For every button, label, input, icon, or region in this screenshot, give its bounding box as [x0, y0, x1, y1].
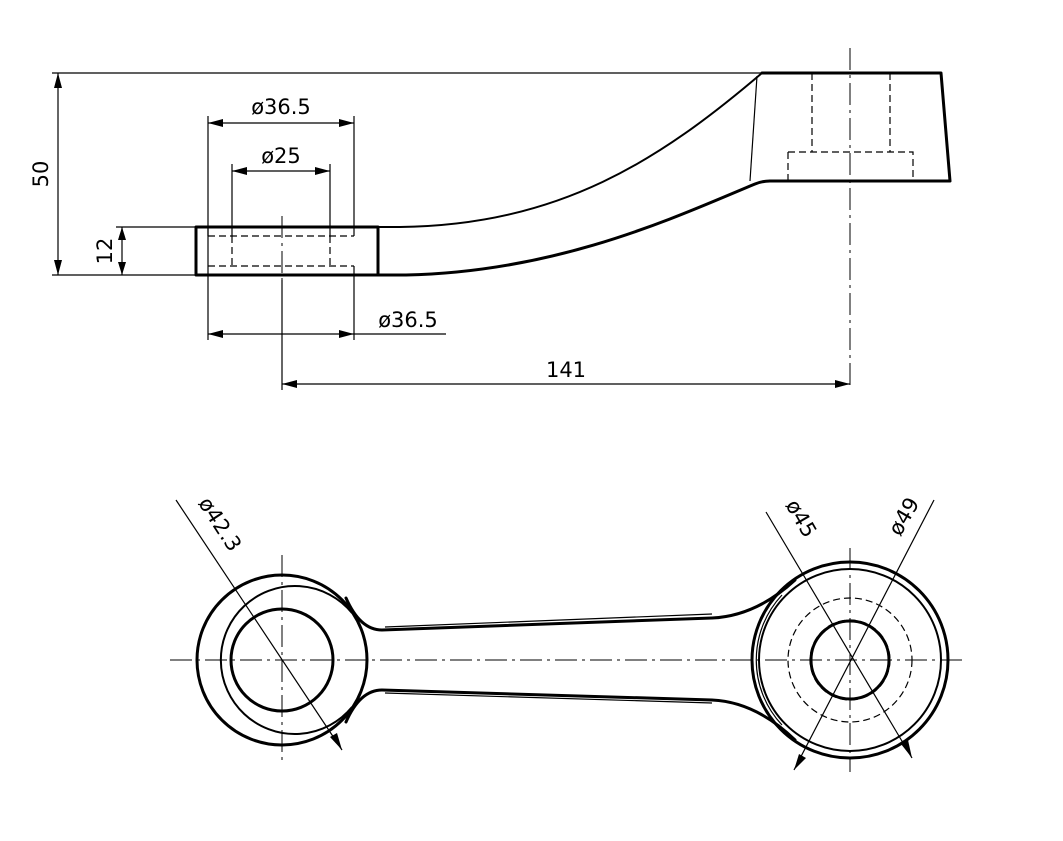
- dim-bottom-diameter: ø36.5: [378, 308, 438, 332]
- dim-thickness: 12: [93, 238, 117, 265]
- right-boss-top: [760, 71, 952, 183]
- dim-top-inner-diameter: ø25: [261, 144, 301, 168]
- right-boss-outer-circle: [750, 560, 950, 760]
- dim-right-inner-diameter: ø45: [781, 495, 822, 541]
- left-boss-outer-circle: [195, 573, 369, 747]
- top-view: ø42.3 ø45 ø49: [170, 493, 965, 772]
- right-boss-hidden-circle: [787, 597, 913, 723]
- dim-height-total: 50: [29, 161, 53, 188]
- left-boss-outline: [194, 225, 380, 277]
- dim-top-outer-diameter: ø36.5: [251, 95, 311, 119]
- arm-lower-edge: [376, 179, 772, 277]
- arm-upper-edge: [378, 72, 763, 228]
- right-boss-mid-circle: [758, 568, 942, 752]
- dim-right-outer-diameter: ø49: [884, 493, 925, 539]
- right-boss-bore-circle: [809, 619, 891, 701]
- arm-bottom-edge: [344, 688, 797, 742]
- side-view: 50 12 ø36.5 ø25 ø36.5 141: [29, 48, 952, 390]
- right-boss-hidden-bore: [787, 73, 914, 181]
- dim-center-distance: 141: [546, 358, 586, 382]
- dim-left-boss-diameter: ø42.3: [194, 493, 247, 556]
- right-boss-blend-arc: [755, 594, 783, 726]
- right-boss-side-edge: [749, 75, 758, 182]
- arm-top-edge: [344, 578, 797, 632]
- left-boss-hidden-bore: [208, 235, 354, 267]
- left-boss-bore-circle: [229, 607, 335, 713]
- left-boss-mid-circle: [219, 585, 353, 735]
